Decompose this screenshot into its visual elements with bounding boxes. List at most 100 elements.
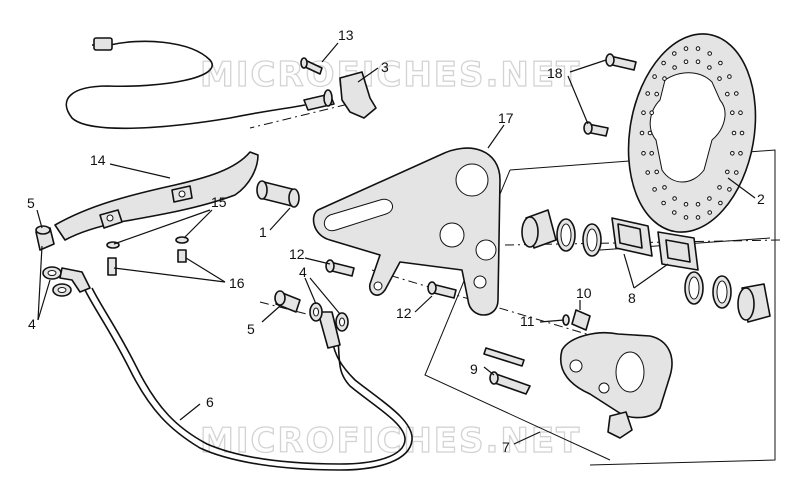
hose-fitting-left bbox=[59, 267, 91, 293]
disc-hole bbox=[731, 130, 737, 136]
brake-disc bbox=[627, 33, 757, 233]
callout-5-left: 5 bbox=[27, 195, 35, 211]
hose-fitting-right bbox=[317, 311, 341, 349]
disc-hole bbox=[717, 76, 722, 81]
callout-16: 16 bbox=[229, 275, 245, 291]
screws-15-16 bbox=[106, 236, 189, 276]
callout-3: 3 bbox=[381, 59, 389, 75]
disc-hole bbox=[734, 170, 739, 175]
screw-13 bbox=[300, 57, 323, 75]
disc-hole bbox=[683, 202, 689, 207]
sensor-ring bbox=[323, 89, 333, 107]
callout-12-lower: 12 bbox=[396, 305, 412, 321]
callout-14: 14 bbox=[90, 152, 106, 168]
disc-hole bbox=[725, 169, 730, 175]
caliper-body bbox=[559, 331, 673, 439]
disc-hole bbox=[647, 130, 653, 136]
disc-hole bbox=[683, 215, 689, 220]
disc-hole bbox=[734, 91, 739, 96]
right-banjo-bolt-and-washers bbox=[274, 290, 349, 332]
disc-hole bbox=[641, 110, 646, 115]
disc-hole bbox=[641, 151, 646, 156]
pin-1 bbox=[256, 180, 300, 208]
disc-hole bbox=[718, 200, 723, 206]
watermark-top: MICROFICHES.NET bbox=[200, 55, 581, 95]
disc-hole bbox=[652, 187, 657, 192]
speed-sensor-assembly bbox=[65, 37, 377, 130]
disc-center bbox=[649, 72, 726, 183]
callout-8: 8 bbox=[628, 290, 636, 306]
disc-hole bbox=[707, 65, 712, 70]
disc-hole bbox=[730, 110, 735, 115]
bracket-plate bbox=[312, 147, 501, 316]
disc-hole bbox=[652, 74, 657, 79]
pistons-and-seals bbox=[521, 209, 771, 323]
disc-hole bbox=[695, 46, 701, 51]
sensor-connector bbox=[93, 37, 113, 51]
disc-hole bbox=[672, 196, 677, 201]
callout-4-right: 4 bbox=[299, 264, 307, 280]
disc-hole bbox=[645, 170, 651, 175]
disc-hole bbox=[695, 215, 701, 220]
callout-4-left: 4 bbox=[28, 316, 36, 332]
disc-holes bbox=[639, 46, 745, 220]
callout-18: 18 bbox=[547, 65, 563, 81]
disc-hole bbox=[649, 110, 655, 115]
callout-13: 13 bbox=[338, 27, 354, 43]
disc-hole bbox=[725, 91, 730, 97]
disc-hole bbox=[717, 185, 722, 190]
disc-hole bbox=[683, 46, 689, 51]
disc-hole bbox=[727, 74, 732, 79]
leader-lines bbox=[36, 42, 756, 445]
disc-hole bbox=[738, 151, 743, 156]
disc-hole bbox=[662, 185, 667, 190]
callout-15: 15 bbox=[211, 194, 227, 210]
disc-hole bbox=[695, 59, 701, 65]
disc-hole bbox=[707, 51, 713, 56]
guard-body bbox=[54, 151, 259, 241]
disc-hole bbox=[645, 91, 651, 96]
callout-10: 10 bbox=[576, 285, 592, 301]
disc-hole bbox=[738, 110, 743, 115]
disc-hole bbox=[672, 65, 677, 70]
callout-11: 11 bbox=[520, 313, 535, 329]
watermark-bottom: MICROFICHES.NET bbox=[200, 421, 581, 461]
callout-labels: 13 3 18 17 14 5 15 1 12 4 16 2 8 10 11 9… bbox=[27, 27, 765, 455]
disc-hole bbox=[662, 76, 667, 81]
disc-hole bbox=[718, 60, 723, 66]
hose-guard bbox=[54, 151, 259, 241]
disc-hole bbox=[649, 151, 655, 156]
callout-1: 1 bbox=[259, 224, 267, 240]
brake-hose bbox=[59, 267, 413, 471]
hose-line-inner bbox=[91, 287, 406, 465]
callout-2: 2 bbox=[757, 191, 765, 207]
caliper-bracket bbox=[312, 147, 501, 316]
sensor-cable bbox=[65, 40, 306, 130]
disc-hole bbox=[695, 202, 701, 207]
caliper-pin-9 bbox=[483, 347, 531, 395]
disc-hole bbox=[654, 169, 660, 175]
disc-hole bbox=[739, 130, 745, 136]
sensor-body bbox=[339, 71, 377, 119]
callout-12-upper: 12 bbox=[289, 246, 305, 262]
disc-hole bbox=[730, 151, 735, 156]
disc-hole bbox=[672, 51, 677, 56]
disc-hole bbox=[707, 196, 712, 201]
callout-17: 17 bbox=[498, 110, 514, 126]
bleeder-valve bbox=[562, 309, 591, 331]
disc-hole bbox=[683, 59, 689, 65]
pad-spring bbox=[607, 411, 633, 439]
hose-line bbox=[84, 289, 413, 471]
bolts-12 bbox=[325, 259, 457, 299]
left-banjo-bolt-and-washers bbox=[35, 225, 72, 297]
callout-7: 7 bbox=[502, 439, 510, 455]
disc-hole bbox=[672, 210, 677, 215]
callout-9: 9 bbox=[470, 361, 478, 377]
brake-pads bbox=[611, 217, 699, 271]
disc-hole bbox=[661, 60, 666, 66]
callout-6: 6 bbox=[206, 394, 214, 410]
disc-hole bbox=[654, 91, 660, 97]
disc-hole bbox=[639, 130, 645, 136]
